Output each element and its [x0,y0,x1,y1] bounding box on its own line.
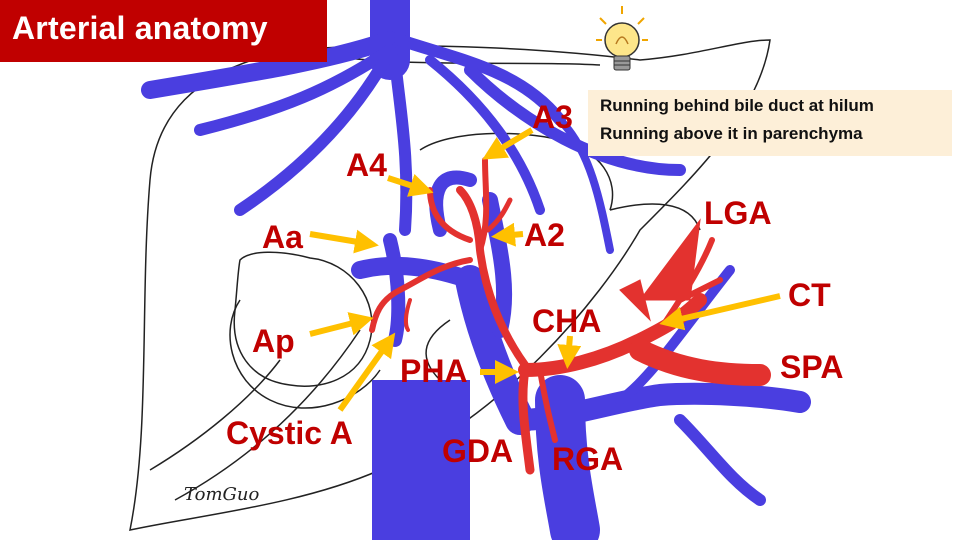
label-a3: A3 [532,99,573,135]
note-callout: Running behind bile duct at hilum Runnin… [588,90,952,156]
label-rga: RGA [552,441,623,477]
label-gda: GDA [442,433,513,469]
arrow-a2 [491,222,524,247]
arrow-ap [309,312,374,337]
label-lga: LGA [704,195,772,231]
label-ct: CT [788,277,831,313]
label-pha: PHA [400,353,468,389]
arrow-a3 [482,127,534,160]
label-spa: SPA [780,349,843,385]
arrow-cha [557,335,582,369]
pointer-arrows [309,127,781,412]
arrow-aa [309,229,379,254]
arrow-ct [659,293,781,331]
arrow-cystic-a [337,332,396,412]
svg-text:TomGuo: TomGuo [184,484,259,505]
label-ap: Ap [252,323,295,359]
label-cystic-a: Cystic A [226,415,353,451]
label-a2: A2 [524,217,565,253]
note-line-1: Running behind bile duct at hilum [600,96,874,115]
arrow-a4 [387,173,434,197]
label-a4: A4 [346,147,387,183]
signature: TomGuo [184,484,259,505]
lightbulb-icon [596,6,648,71]
label-aa: Aa [262,219,303,255]
portal-venous-system [141,0,811,540]
title-banner: Arterial anatomy [0,0,327,62]
inferior-vena-cava [372,380,470,540]
page-title: Arterial anatomy [12,10,268,46]
label-cha: CHA [532,303,601,339]
note-line-2: Running above it in parenchyma [600,124,863,143]
